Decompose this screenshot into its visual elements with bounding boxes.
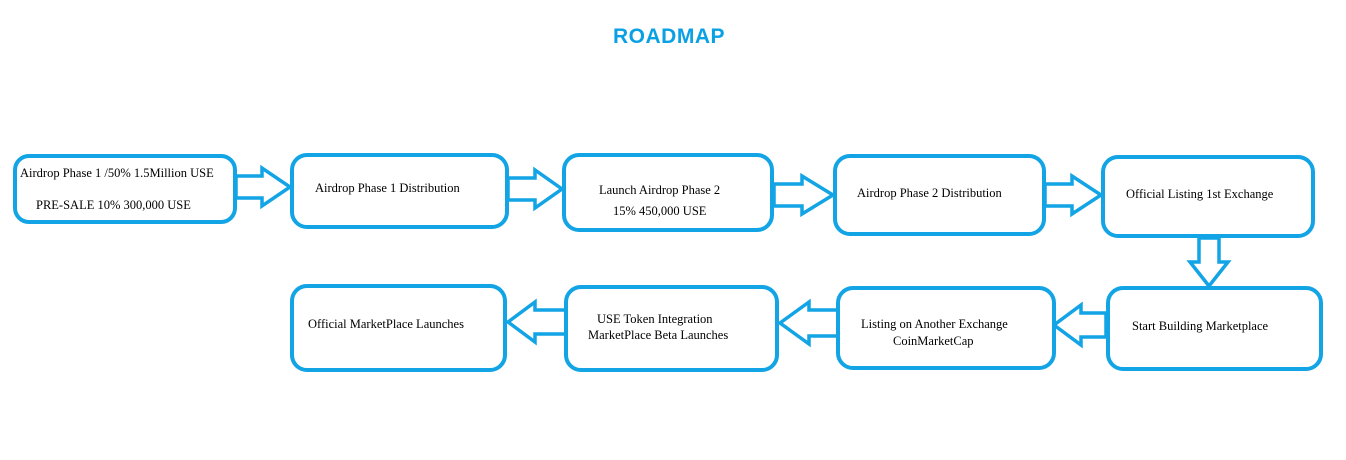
roadmap-step-launch-airdrop-phase-2: Launch Airdrop Phase 2 15% 450,000 USE xyxy=(562,153,774,232)
arrow-right-icon xyxy=(772,172,837,218)
step-text: MarketPlace Beta Launches xyxy=(588,328,729,342)
roadmap-step-use-token-integration: USE Token Integration MarketPlace Beta L… xyxy=(564,285,779,372)
roadmap-step-airdrop-phase-1-distribution: Airdrop Phase 1 Distribution xyxy=(290,153,509,229)
roadmap-step-official-listing-1st-exchange: Official Listing 1st Exchange xyxy=(1101,155,1315,238)
step-text: Airdrop Phase 1 /50% 1.5Million USE xyxy=(20,166,214,180)
roadmap-step-listing-another-exchange: Listing on Another Exchange CoinMarketCa… xyxy=(836,286,1056,370)
step-text: 15% 450,000 USE xyxy=(613,204,707,218)
page-title: ROADMAP xyxy=(0,25,1346,49)
step-text: Airdrop Phase 2 Distribution xyxy=(857,186,1002,200)
arrow-left-icon xyxy=(505,298,568,346)
arrow-right-icon xyxy=(234,164,294,210)
roadmap-step-official-marketplace-launches: Official MarketPlace Launches xyxy=(290,284,507,372)
arrow-left-icon xyxy=(1051,301,1108,349)
roadmap-step-airdrop-phase-1-presale: Airdrop Phase 1 /50% 1.5Million USE PRE-… xyxy=(13,154,237,224)
roadmap-title: ROADMAP xyxy=(613,25,725,48)
arrow-left-icon xyxy=(777,298,840,348)
step-text: CoinMarketCap xyxy=(893,334,974,348)
step-text: Listing on Another Exchange xyxy=(861,317,1008,331)
arrow-down-icon xyxy=(1186,236,1232,289)
step-text: Official Listing 1st Exchange xyxy=(1126,187,1274,201)
step-text: Start Building Marketplace xyxy=(1132,319,1269,333)
roadmap-step-airdrop-phase-2-distribution: Airdrop Phase 2 Distribution xyxy=(833,154,1046,236)
step-text: Launch Airdrop Phase 2 xyxy=(599,183,721,197)
step-text: USE Token Integration xyxy=(597,312,713,326)
arrow-right-icon xyxy=(1043,172,1105,218)
step-text: PRE-SALE 10% 300,000 USE xyxy=(36,198,191,212)
step-text: Airdrop Phase 1 Distribution xyxy=(315,181,460,195)
arrow-right-icon xyxy=(506,166,566,212)
step-text: Official MarketPlace Launches xyxy=(308,317,464,331)
roadmap-step-start-building-marketplace: Start Building Marketplace xyxy=(1106,286,1323,371)
